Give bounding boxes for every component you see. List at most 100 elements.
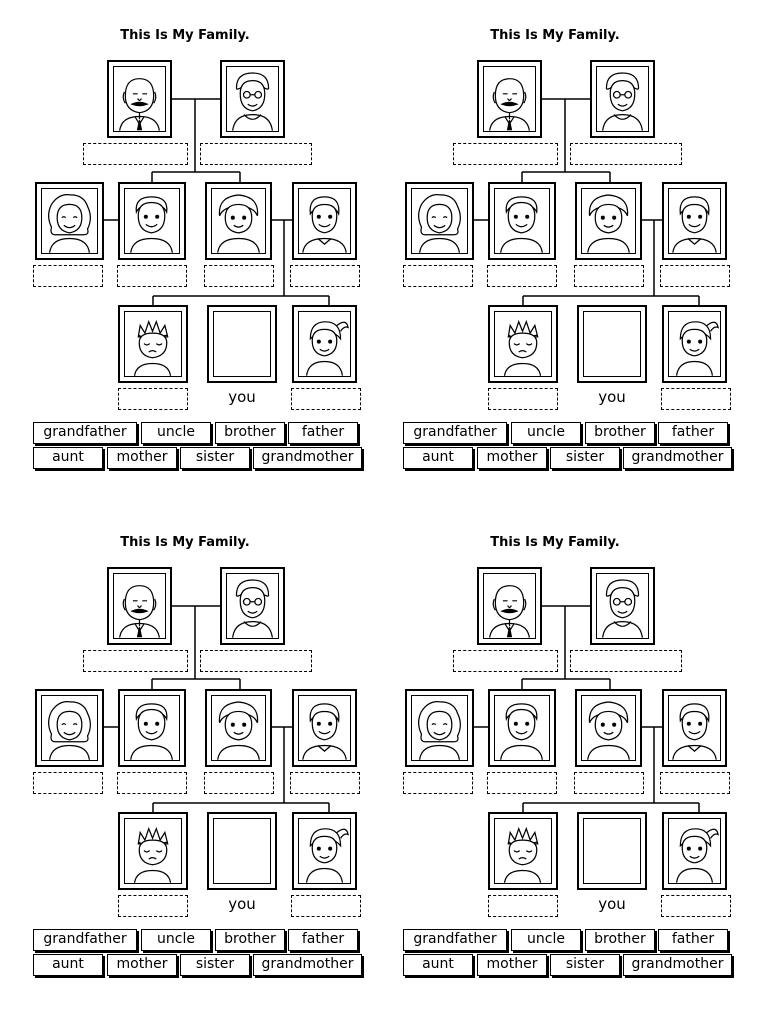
uncle-answer-blank[interactable] — [487, 772, 557, 794]
uncle-face-icon — [130, 196, 173, 253]
word-bank-item: sister — [180, 447, 250, 469]
aunt-face-icon — [48, 194, 91, 253]
mother-portrait — [205, 689, 272, 767]
grandmother-answer-blank[interactable] — [200, 143, 312, 165]
grandfather-portrait — [477, 567, 542, 645]
word-bank-item: mother — [477, 447, 547, 469]
grandfather-answer-blank[interactable] — [83, 650, 188, 672]
grandfather-face-icon — [489, 585, 530, 638]
you-portrait — [577, 812, 647, 890]
sister-answer-blank[interactable] — [291, 388, 361, 410]
brother-face-icon — [133, 826, 172, 883]
sister-answer-blank[interactable] — [661, 388, 731, 410]
mother-answer-blank[interactable] — [204, 772, 274, 794]
worksheet-bottom-right: This Is My Family. — [370, 507, 740, 977]
sister-answer-blank[interactable] — [661, 895, 731, 917]
aunt-answer-blank[interactable] — [33, 772, 103, 794]
aunt-face-icon — [418, 194, 461, 253]
family-tree-lines — [474, 605, 700, 812]
word-bank-item: aunt — [33, 954, 103, 976]
father-face-icon — [672, 196, 717, 253]
brother-answer-blank[interactable] — [488, 388, 558, 410]
aunt-face-icon — [418, 701, 461, 760]
you-portrait — [207, 305, 277, 383]
aunt-portrait — [405, 689, 474, 767]
uncle-answer-blank[interactable] — [117, 265, 187, 287]
word-bank-item: uncle — [141, 929, 211, 951]
word-bank-item: grandfather — [403, 929, 507, 951]
grandfather-answer-blank[interactable] — [453, 650, 558, 672]
brother-answer-blank[interactable] — [488, 895, 558, 917]
grandfather-face-icon — [489, 78, 530, 131]
empty-portrait-area[interactable] — [213, 818, 271, 884]
father-answer-blank[interactable] — [290, 772, 360, 794]
word-bank-item: grandfather — [33, 422, 137, 444]
uncle-portrait — [118, 182, 186, 260]
aunt-answer-blank[interactable] — [403, 772, 473, 794]
father-answer-blank[interactable] — [290, 265, 360, 287]
grandfather-portrait — [107, 60, 172, 138]
sister-answer-blank[interactable] — [291, 895, 361, 917]
father-portrait — [662, 689, 727, 767]
uncle-portrait — [488, 689, 556, 767]
word-bank-item: brother — [585, 422, 655, 444]
grandmother-face-icon — [602, 72, 643, 131]
mother-portrait — [575, 689, 642, 767]
grandmother-answer-blank[interactable] — [570, 650, 682, 672]
word-bank-item: brother — [215, 929, 285, 951]
sister-portrait — [662, 305, 727, 383]
aunt-portrait — [35, 689, 104, 767]
word-bank-item: aunt — [403, 954, 473, 976]
father-answer-blank[interactable] — [660, 772, 730, 794]
grandmother-answer-blank[interactable] — [200, 650, 312, 672]
aunt-answer-blank[interactable] — [33, 265, 103, 287]
mother-answer-blank[interactable] — [204, 265, 274, 287]
sister-face-icon — [305, 321, 349, 376]
grandfather-answer-blank[interactable] — [453, 143, 558, 165]
grandmother-portrait — [220, 60, 285, 138]
grandfather-portrait — [107, 567, 172, 645]
brother-face-icon — [503, 826, 542, 883]
grandmother-answer-blank[interactable] — [570, 143, 682, 165]
word-bank-item: uncle — [141, 422, 211, 444]
sister-face-icon — [675, 321, 719, 376]
uncle-face-icon — [130, 703, 173, 760]
brother-portrait — [488, 305, 558, 383]
word-bank-item: uncle — [511, 929, 581, 951]
mother-answer-blank[interactable] — [574, 265, 644, 287]
you-label: you — [598, 388, 626, 406]
father-face-icon — [672, 703, 717, 760]
you-label: you — [228, 388, 256, 406]
empty-portrait-area[interactable] — [583, 818, 641, 884]
uncle-answer-blank[interactable] — [117, 772, 187, 794]
grandmother-portrait — [590, 60, 655, 138]
word-bank-item: grandmother — [253, 447, 362, 469]
word-bank-item: grandmother — [623, 954, 732, 976]
mother-face-icon — [217, 701, 260, 760]
word-bank-item: father — [658, 929, 728, 951]
grandfather-portrait — [477, 60, 542, 138]
brother-portrait — [488, 812, 558, 890]
brother-answer-blank[interactable] — [118, 895, 188, 917]
worksheet-title: This Is My Family. — [490, 28, 620, 43]
word-bank-item: mother — [107, 954, 177, 976]
uncle-portrait — [488, 182, 556, 260]
grandmother-face-icon — [232, 579, 273, 638]
mother-face-icon — [587, 194, 630, 253]
word-bank-item: sister — [550, 447, 620, 469]
worksheet-title: This Is My Family. — [120, 28, 250, 43]
mother-answer-blank[interactable] — [574, 772, 644, 794]
aunt-answer-blank[interactable] — [403, 265, 473, 287]
word-bank-item: aunt — [33, 447, 103, 469]
uncle-answer-blank[interactable] — [487, 265, 557, 287]
mother-portrait — [575, 182, 642, 260]
empty-portrait-area[interactable] — [583, 311, 641, 377]
word-bank-item: brother — [215, 422, 285, 444]
grandmother-portrait — [590, 567, 655, 645]
grandfather-answer-blank[interactable] — [83, 143, 188, 165]
family-tree-lines — [104, 98, 330, 305]
father-answer-blank[interactable] — [660, 265, 730, 287]
father-portrait — [292, 689, 357, 767]
empty-portrait-area[interactable] — [213, 311, 271, 377]
brother-answer-blank[interactable] — [118, 388, 188, 410]
